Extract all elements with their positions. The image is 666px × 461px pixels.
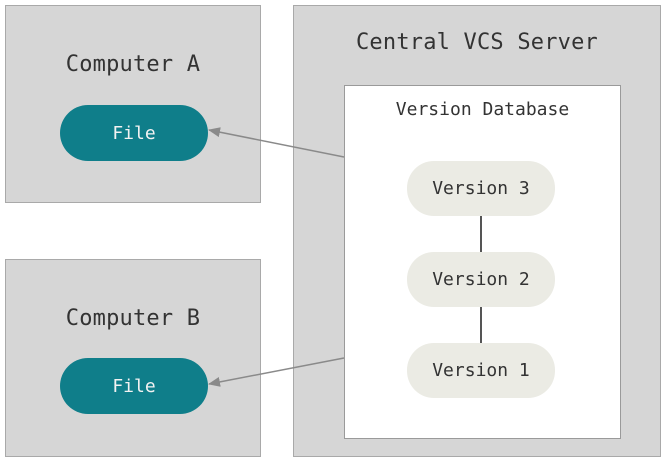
computer-a-box: Computer A File <box>5 5 261 203</box>
version-1-pill: Version 1 <box>407 343 555 398</box>
computer-b-title: Computer B <box>65 306 201 331</box>
version-database-title: Version Database <box>395 99 570 120</box>
version-2-pill: Version 2 <box>407 252 555 307</box>
computer-b-file: File <box>60 358 208 414</box>
computer-b-box: Computer B File <box>5 259 261 457</box>
central-server-box: Central VCS Server Version Database Vers… <box>293 5 661 457</box>
central-server-title: Central VCS Server <box>355 30 598 55</box>
version-database-box: Version Database Version 3 Version 2 Ver… <box>344 85 621 439</box>
computer-a-title: Computer A <box>65 52 201 77</box>
connector-v2-v1 <box>480 307 482 343</box>
computer-a-file: File <box>60 105 208 161</box>
connector-v3-v2 <box>480 216 482 252</box>
version-3-pill: Version 3 <box>407 161 555 216</box>
